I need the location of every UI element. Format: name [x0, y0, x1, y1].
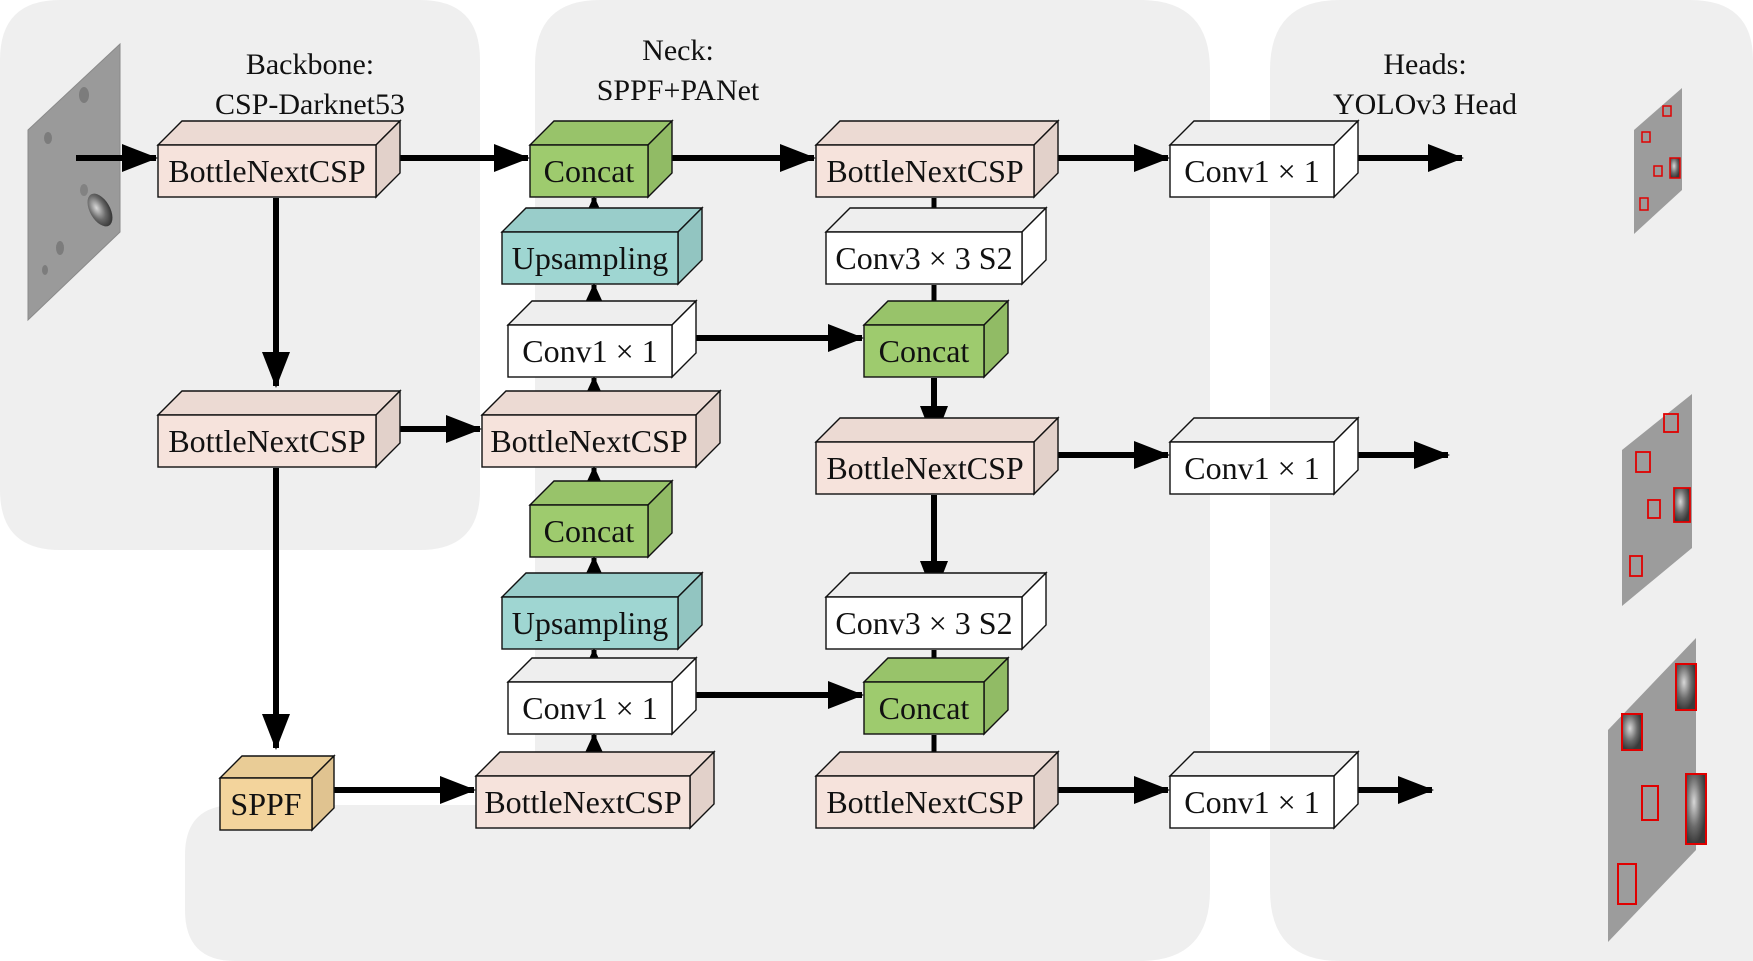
block-b-sppf: SPPF — [218, 754, 336, 832]
block-b-bnc2: BottleNextCSP — [156, 389, 402, 469]
block-label: BottleNextCSP — [826, 450, 1023, 486]
block-front-face — [157, 144, 377, 198]
block-label: Conv3 × 3 S2 — [835, 605, 1012, 641]
block-label: BottleNextCSP — [168, 423, 365, 459]
block-label: Concat — [879, 333, 970, 369]
section-titles: Backbone: CSP-Darknet53 Neck: SPPF+PANet… — [215, 34, 1517, 121]
block-top-face — [814, 417, 1060, 443]
block-p-concat2: Concat — [862, 656, 1010, 736]
block-top-face — [824, 572, 1048, 598]
block-p-conv3b: Conv3 × 3 S2 — [824, 571, 1048, 651]
block-top-face — [474, 751, 716, 777]
block-top-face — [824, 207, 1048, 233]
input-image — [27, 42, 121, 322]
block-front-face — [507, 681, 673, 735]
block-p-concat1: Concat — [862, 299, 1010, 379]
backbone-title-line1: Backbone: — [246, 48, 374, 81]
block-p-bnc1: BottleNextCSP — [814, 119, 1060, 199]
block-top-face — [500, 572, 704, 598]
block-front-face — [1169, 144, 1335, 198]
block-p-bnc3: BottleNextCSP — [814, 750, 1060, 830]
block-top-face — [506, 300, 698, 326]
block-front-face — [507, 324, 673, 378]
block-front-face — [825, 231, 1023, 285]
block-b-bnc1: BottleNextCSP — [156, 119, 402, 199]
neck-title-line1: Neck: — [642, 34, 714, 67]
block-front-face — [529, 144, 649, 198]
block-front-face — [475, 775, 691, 829]
block-n-up2: Upsampling — [500, 571, 704, 651]
block-front-face — [157, 414, 377, 468]
block-top-face — [1168, 120, 1360, 146]
neck-title-line2: SPPF+PANet — [597, 74, 760, 107]
block-label: BottleNextCSP — [484, 784, 681, 820]
block-front-face — [1169, 775, 1335, 829]
block-front-face — [815, 775, 1035, 829]
block-label: Conv1 × 1 — [522, 333, 657, 369]
block-label: BottleNextCSP — [826, 784, 1023, 820]
block-front-face — [219, 777, 313, 831]
block-n-up1: Upsampling — [500, 206, 704, 286]
heads-title-line2: YOLOv3 Head — [1333, 88, 1517, 121]
block-top-face — [500, 207, 704, 233]
block-label: Conv1 × 1 — [1184, 153, 1319, 189]
block-label: Conv3 × 3 S2 — [835, 240, 1012, 276]
output-image-medium — [1622, 394, 1692, 606]
block-n-bnc2: BottleNextCSP — [474, 750, 716, 830]
block-front-face — [863, 681, 985, 735]
block-top-face — [814, 120, 1060, 146]
block-front-face — [481, 414, 697, 468]
block-label: Concat — [544, 153, 635, 189]
block-label: Conv1 × 1 — [1184, 784, 1319, 820]
block-front-face — [501, 231, 679, 285]
block-label: SPPF — [230, 786, 301, 822]
block-label: BottleNextCSP — [490, 423, 687, 459]
block-front-face — [815, 441, 1035, 495]
block-front-face — [825, 596, 1023, 650]
block-top-face — [506, 657, 698, 683]
block-front-face — [501, 596, 679, 650]
block-top-face — [156, 120, 402, 146]
block-top-face — [862, 300, 1010, 326]
block-front-face — [529, 504, 649, 558]
block-p-conv3a: Conv3 × 3 S2 — [824, 206, 1048, 286]
block-label: Concat — [879, 690, 970, 726]
block-n-concat2: Concat — [528, 479, 674, 559]
block-h-conv3: Conv1 × 1 — [1168, 750, 1360, 830]
block-front-face — [1169, 441, 1335, 495]
block-h-conv1: Conv1 × 1 — [1168, 119, 1360, 199]
block-label: Concat — [544, 513, 635, 549]
block-label: Upsampling — [512, 240, 668, 276]
block-n-concat1: Concat — [528, 119, 674, 199]
block-front-face — [863, 324, 985, 378]
output-image-large — [1608, 638, 1707, 942]
block-top-face — [480, 390, 722, 416]
block-top-face — [156, 390, 402, 416]
block-h-conv2: Conv1 × 1 — [1168, 416, 1360, 496]
blocks: BottleNextCSPBottleNextCSPSPPFConcatUpsa… — [156, 119, 1360, 832]
block-front-face — [815, 144, 1035, 198]
block-n-conv2: Conv1 × 1 — [506, 656, 698, 736]
block-top-face — [1168, 751, 1360, 777]
block-p-bnc2: BottleNextCSP — [814, 416, 1060, 496]
block-n-bnc1: BottleNextCSP — [480, 389, 722, 469]
block-top-face — [1168, 417, 1360, 443]
backbone-title-line2: CSP-Darknet53 — [215, 88, 405, 121]
block-top-face — [862, 657, 1010, 683]
block-label: BottleNextCSP — [826, 153, 1023, 189]
block-label: Upsampling — [512, 605, 668, 641]
heads-title-line1: Heads: — [1383, 48, 1466, 81]
block-label: Conv1 × 1 — [1184, 450, 1319, 486]
block-n-conv1: Conv1 × 1 — [506, 299, 698, 379]
block-label: Conv1 × 1 — [522, 690, 657, 726]
block-top-face — [814, 751, 1060, 777]
block-label: BottleNextCSP — [168, 153, 365, 189]
output-image-small — [1634, 88, 1682, 234]
